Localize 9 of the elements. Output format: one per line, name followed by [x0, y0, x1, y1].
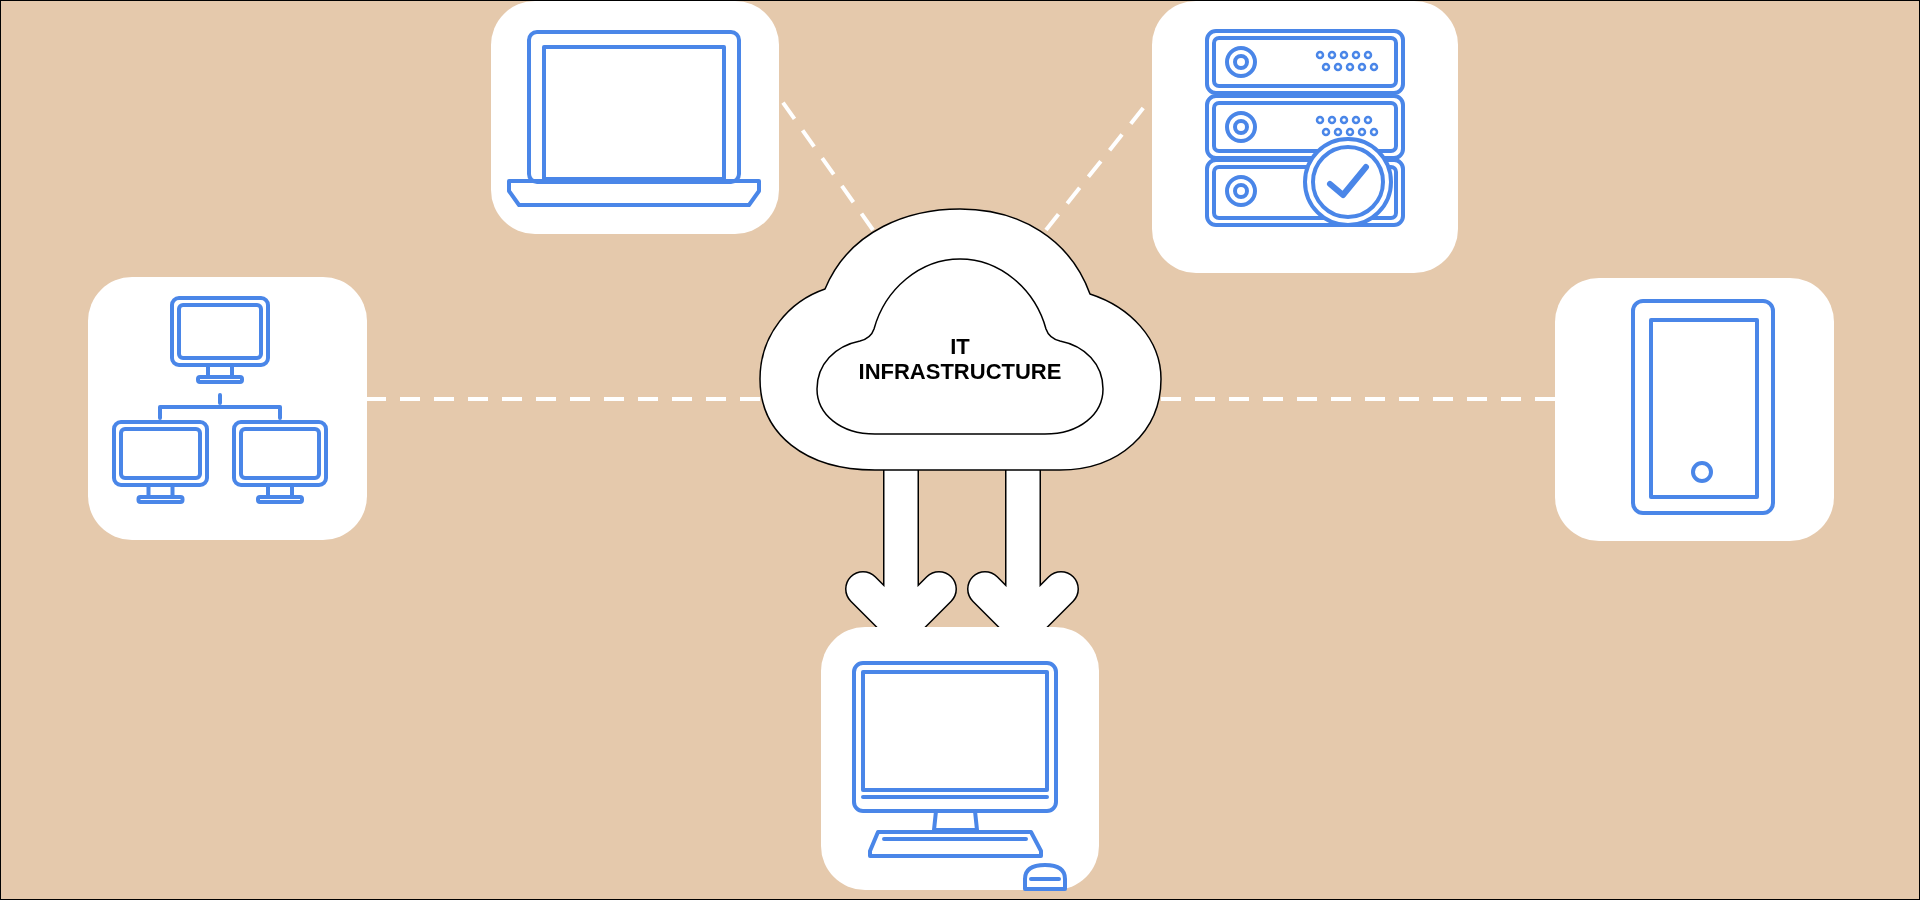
device-card	[821, 627, 1099, 890]
dashed-line	[367, 397, 760, 401]
device-card	[88, 277, 367, 540]
device-card	[1555, 278, 1834, 541]
cloud-shape	[760, 209, 1161, 470]
cloud-label: IT INFRASTRUCTURE	[857, 334, 1063, 384]
device-card	[491, 1, 779, 234]
device-card	[1152, 1, 1458, 273]
dashed-line	[1161, 397, 1555, 401]
